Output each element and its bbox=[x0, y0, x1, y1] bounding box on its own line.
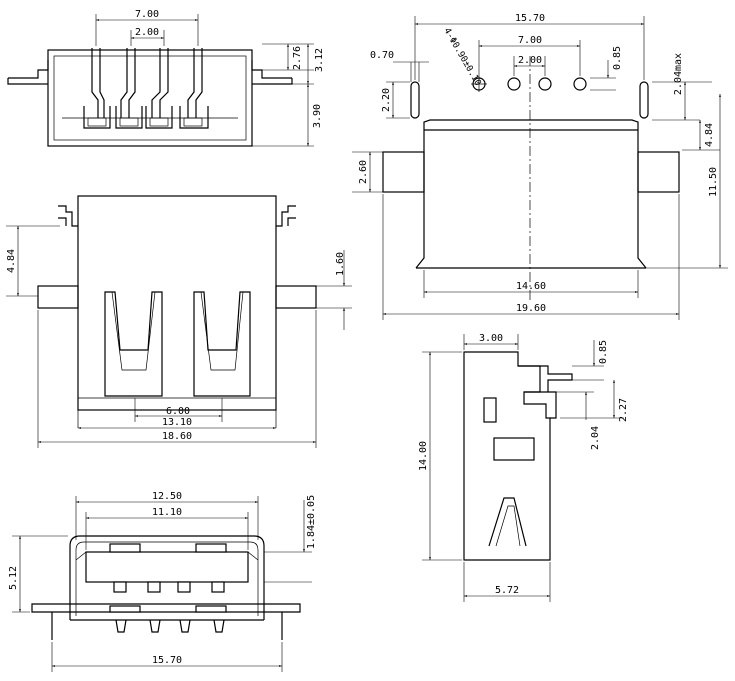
dim-15-70-bottom: 15.70 bbox=[152, 655, 182, 666]
dim-19-60: 19.60 bbox=[516, 303, 546, 314]
top-right-view: 15.70 0.70 2.20 7.00 2.00 4-Φ0.90±0.10 0… bbox=[352, 13, 728, 320]
bottom-left-view: 12.50 11.10 1.84±0.05 5.12 15.70 bbox=[8, 491, 317, 672]
dim-2-04-side: 2.04 bbox=[590, 426, 601, 450]
dim-2-20: 2.20 bbox=[381, 88, 392, 112]
hole-note: 4-Φ0.90±0.10 bbox=[441, 27, 482, 88]
dim-4-84-top: 4.84 bbox=[704, 123, 715, 147]
dim-3-00: 3.00 bbox=[479, 333, 503, 344]
dim-0-85-pcb: 0.85 bbox=[612, 46, 623, 70]
dim-14-00: 14.00 bbox=[418, 441, 429, 471]
dim-18-60: 18.60 bbox=[162, 431, 192, 442]
dim-6-00: 6.00 bbox=[166, 406, 190, 417]
dim-1-60: 1.60 bbox=[335, 252, 346, 276]
dim-2-00-top: 2.00 bbox=[135, 27, 159, 38]
dim-11-50: 11.50 bbox=[708, 167, 719, 197]
dim-2-04max: 2.04max bbox=[673, 53, 684, 95]
dim-13-10: 13.10 bbox=[162, 417, 192, 428]
dim-2-27: 2.27 bbox=[618, 398, 629, 422]
dim-4-84-mid: 4.84 bbox=[6, 249, 17, 273]
dim-0-85-side: 0.85 bbox=[598, 340, 609, 364]
dim-7-00-top: 7.00 bbox=[135, 9, 159, 20]
dim-7-00-pcb: 7.00 bbox=[518, 35, 542, 46]
dim-3-90: 3.90 bbox=[312, 104, 323, 128]
side-view: 3.00 0.85 2.27 2.04 14.00 5.72 bbox=[418, 333, 629, 602]
dim-5-72: 5.72 bbox=[495, 585, 519, 596]
dim-12-50: 12.50 bbox=[152, 491, 182, 502]
top-left-view: 7.00 2.00 2.76 3.12 3.90 bbox=[7, 9, 325, 147]
dim-5-12: 5.12 bbox=[8, 566, 19, 590]
dim-2-76: 2.76 bbox=[292, 46, 303, 70]
dim-11-10: 11.10 bbox=[152, 507, 182, 518]
dim-0-70: 0.70 bbox=[370, 50, 394, 61]
dim-2-00-pcb: 2.00 bbox=[518, 55, 542, 66]
dim-3-12: 3.12 bbox=[314, 48, 325, 72]
dim-15-70-top: 15.70 bbox=[515, 13, 545, 24]
middle-left-view: 4.84 1.60 6.00 13.10 18.60 bbox=[6, 195, 352, 448]
dim-2-60: 2.60 bbox=[358, 160, 369, 184]
dim-14-60: 14.60 bbox=[516, 281, 546, 292]
dim-1-84: 1.84±0.05 bbox=[306, 495, 317, 549]
